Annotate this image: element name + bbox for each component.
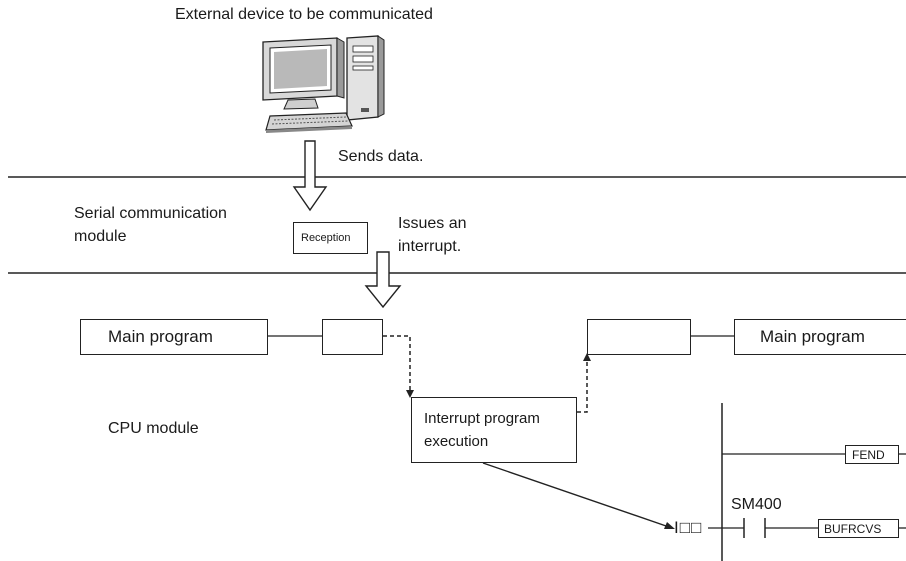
reception-label: Reception — [301, 232, 351, 244]
external-device-label: External device to be communicated — [175, 6, 433, 23]
fend-instruction-box: FEND — [845, 445, 899, 464]
arrowhead — [664, 522, 675, 529]
main-program-left-label: Main program — [108, 327, 213, 346]
sends-data-label: Sends data. — [338, 148, 424, 165]
interrupt-pointer-label: I□□ — [674, 518, 703, 537]
arrowhead — [583, 353, 591, 361]
serial-module-label-line1: Serial communication — [74, 205, 227, 222]
interrupt-program-box: Interrupt program execution — [411, 397, 577, 463]
dashed-flow-to-interrupt — [383, 335, 411, 392]
down-arrow-icon — [292, 140, 328, 212]
bufrcvs-label: BUFRCVS — [824, 522, 882, 536]
bufrcvs-instruction-box: BUFRCVS — [818, 519, 899, 538]
cpu-module-label: CPU module — [108, 420, 199, 437]
sm400-label: SM400 — [731, 496, 782, 513]
fend-label: FEND — [852, 448, 885, 462]
computer-icon — [262, 35, 385, 133]
main-program-box-left: Main program — [80, 319, 268, 355]
issues-interrupt-label-line1: Issues an — [398, 215, 467, 232]
interrupt-program-label-line1: Interrupt program — [424, 410, 540, 427]
reception-box: Reception — [293, 222, 368, 254]
interrupted-step-box — [322, 319, 383, 355]
resume-step-box — [587, 319, 691, 355]
interrupt-program-label-line2: execution — [424, 433, 489, 450]
down-arrow-icon — [364, 251, 402, 309]
issues-interrupt-label-line2: interrupt. — [398, 238, 462, 255]
dashed-flow-return — [577, 360, 588, 413]
pointer-arrow-line — [482, 462, 670, 528]
arrowhead — [406, 390, 414, 398]
main-program-right-label: Main program — [760, 327, 865, 346]
main-program-box-right: Main program — [734, 319, 906, 355]
serial-module-label-line2: module — [74, 228, 127, 245]
